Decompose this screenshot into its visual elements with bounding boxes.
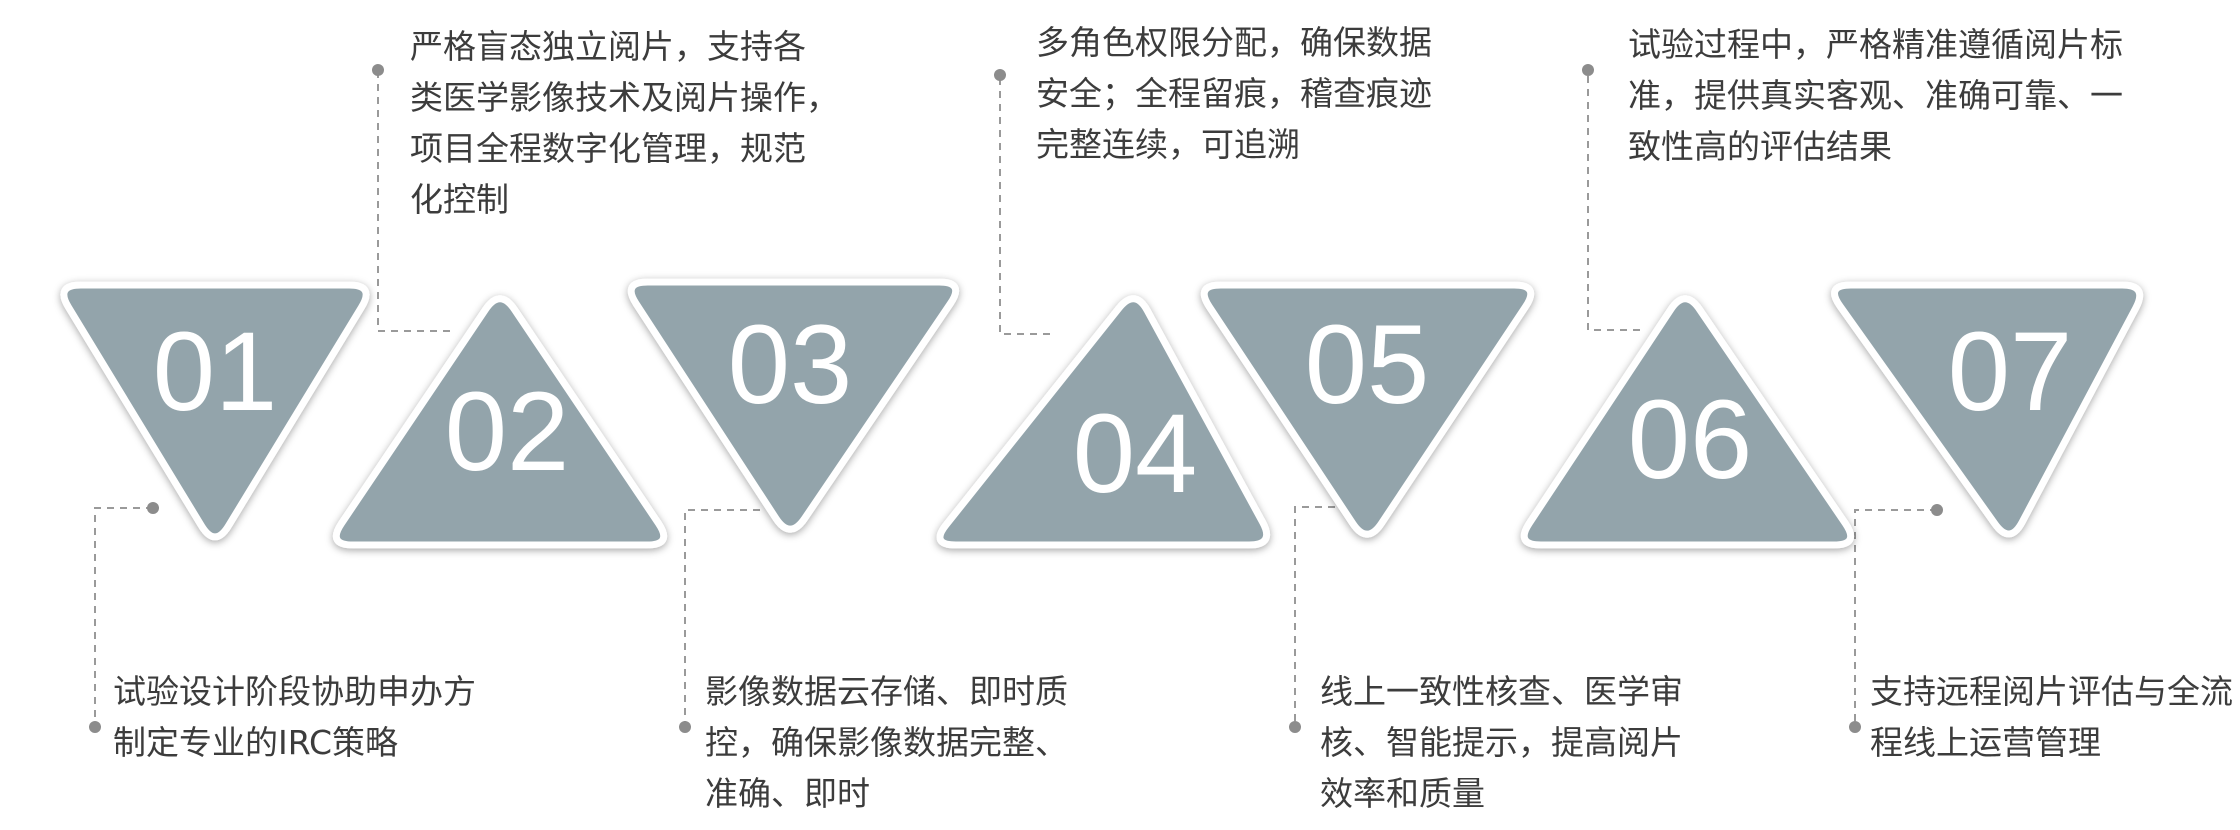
step-02-line-2: 类医学影像技术及阅片操作， (410, 78, 839, 117)
step-06-line-1: 试验过程中，严格精准遵循阅片标 (1628, 25, 2123, 64)
step-07-leader-dot (1931, 504, 1943, 516)
step-05-leader-line (1294, 506, 1335, 727)
step-02-line-4: 化控制 (410, 180, 509, 219)
step-03-leader-dot (679, 721, 691, 733)
step-06-leader-line (1587, 70, 1640, 331)
step-01-description: 试验设计阶段协助申办方 制定专业的IRC策略 (113, 666, 476, 768)
step-02-number: 02 (445, 369, 570, 494)
step-02-leader-dot (372, 64, 384, 76)
step-04-triangle (936, 295, 1270, 549)
step-06-leader-dot (1582, 64, 1594, 76)
step-02-description: 严格盲态独立阅片，支持各 类医学影像技术及阅片操作， 项目全程数字化管理，规范 … (410, 21, 839, 225)
step-05-line-1: 线上一致性核查、医学审 (1320, 672, 1683, 711)
step-04-number: 04 (1073, 391, 1198, 516)
step-03-triangle (627, 278, 960, 533)
step-03-line-2: 控，确保影像数据完整、 (705, 723, 1068, 762)
step-04-line-1: 多角色权限分配，确保数据 (1036, 23, 1432, 62)
step-02-leader-line (377, 70, 450, 332)
step-03-description: 影像数据云存储、即时质 控，确保影像数据完整、 准确、即时 (705, 666, 1068, 819)
step-07-triangle (1831, 281, 2144, 538)
step-05-line-2: 核、智能提示，提高阅片 (1320, 723, 1683, 762)
step-05-leader-dot (1289, 721, 1301, 733)
step-06-description: 试验过程中，严格精准遵循阅片标 准，提供真实客观、准确可靠、一 致性高的评估结果 (1628, 19, 2123, 172)
step-07-shape: 07 (1831, 281, 2144, 538)
step-03-line-3: 准确、即时 (705, 774, 870, 813)
step-05-triangle (1200, 281, 1535, 538)
step-02-triangle (332, 295, 668, 549)
step-03-line-1: 影像数据云存储、即时质 (705, 672, 1068, 711)
step-04-shape: 04 (936, 295, 1270, 549)
step-07-description: 支持远程阅片评估与全流 程线上运营管理 (1870, 666, 2233, 768)
step-06-number: 06 (1628, 377, 1753, 502)
step-04-description: 多角色权限分配，确保数据 安全；全程留痕，稽查痕迹 完整连续，可追溯 (1036, 17, 1432, 170)
step-07-number: 07 (1948, 309, 2073, 434)
step-06-shape: 06 (1520, 295, 1855, 549)
step-03-number: 03 (728, 302, 853, 427)
step-05-number: 05 (1305, 302, 1430, 427)
step-02-shape: 02 (332, 295, 668, 549)
step-06-line-3: 致性高的评估结果 (1628, 127, 1892, 166)
step-04-line-3: 完整连续，可追溯 (1036, 125, 1300, 164)
step-01-line-1: 试验设计阶段协助申办方 (113, 672, 476, 711)
step-01-shape: 01 (60, 281, 370, 541)
step-06-line-2: 准，提供真实客观、准确可靠、一 (1628, 76, 2123, 115)
step-05-description: 线上一致性核查、医学审 核、智能提示，提高阅片 效率和质量 (1320, 666, 1683, 819)
step-04-line-2: 安全；全程留痕，稽查痕迹 (1036, 74, 1432, 113)
step-06-triangle (1520, 295, 1855, 549)
step-07-line-1: 支持远程阅片评估与全流 (1870, 672, 2233, 711)
step-01-leader-dot (89, 721, 101, 733)
step-01-line-2: 制定专业的IRC策略 (113, 723, 399, 762)
step-07-line-2: 程线上运营管理 (1870, 723, 2101, 762)
step-03-shape: 03 (627, 278, 960, 533)
step-07-leader-line (1854, 509, 1937, 727)
step-02-line-1: 严格盲态独立阅片，支持各 (410, 27, 806, 66)
step-01-leader-line (94, 507, 153, 727)
step-04-leader-dot (994, 69, 1006, 81)
step-07-leader-dot (1849, 721, 1861, 733)
step-02-line-3: 项目全程数字化管理，规范 (410, 129, 806, 168)
step-05-line-3: 效率和质量 (1320, 774, 1485, 813)
step-01-number: 01 (153, 309, 278, 434)
step-04-leader-line (999, 75, 1050, 335)
step-01-leader-dot (147, 502, 159, 514)
step-05-shape: 05 (1200, 281, 1535, 538)
step-01-triangle (60, 281, 370, 541)
